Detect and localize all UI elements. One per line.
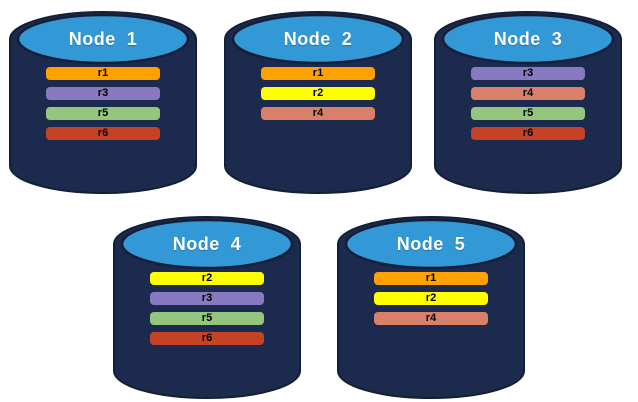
replica-bar: r1 bbox=[374, 272, 488, 285]
replica-bar: r6 bbox=[150, 332, 264, 345]
replica-bar: r4 bbox=[374, 312, 488, 325]
replica-label: r1 bbox=[425, 272, 437, 284]
replica-label: r4 bbox=[425, 312, 437, 324]
node-rows: r1 r3 r5 r6 bbox=[46, 67, 160, 140]
node-rows: r1 r2 r4 bbox=[374, 272, 488, 325]
replica-label: r6 bbox=[522, 127, 534, 139]
database-node: Node 2 r1 r2 r4 bbox=[223, 6, 413, 196]
database-cylinder-icon bbox=[9, 11, 197, 194]
replica-bar: r3 bbox=[46, 87, 160, 100]
database-cylinder-icon bbox=[337, 216, 525, 399]
replica-label: r4 bbox=[522, 87, 534, 99]
node-title: Node 1 bbox=[68, 28, 138, 49]
node-title: Node 4 bbox=[172, 233, 242, 254]
replica-bar: r5 bbox=[46, 107, 160, 120]
replica-label: r5 bbox=[522, 107, 534, 119]
replica-bar: r1 bbox=[261, 67, 375, 80]
cylinder-top bbox=[120, 218, 294, 270]
replica-bar: r5 bbox=[150, 312, 264, 325]
database-node: Node 1 r1 r3 r5 r6 bbox=[8, 6, 198, 196]
replica-label: r5 bbox=[201, 312, 213, 324]
replica-bar: r4 bbox=[471, 87, 585, 100]
node-rows: r2 r3 r5 r6 bbox=[150, 272, 264, 345]
database-cylinder-icon bbox=[434, 11, 622, 194]
node-title: Node 2 bbox=[283, 28, 353, 49]
replica-bar: r3 bbox=[471, 67, 585, 80]
database-cylinder-icon bbox=[224, 11, 412, 194]
database-node: Node 3 r3 r4 r5 r6 bbox=[433, 6, 623, 196]
replica-label: r2 bbox=[201, 272, 213, 284]
replica-label: r3 bbox=[522, 67, 534, 79]
replica-bar: r6 bbox=[46, 127, 160, 140]
database-node: Node 5 r1 r2 r4 bbox=[336, 211, 526, 401]
replica-bar: r5 bbox=[471, 107, 585, 120]
node-rows: r1 r2 r4 bbox=[261, 67, 375, 120]
database-cylinder-icon bbox=[113, 216, 301, 399]
replica-bar: r2 bbox=[374, 292, 488, 305]
replica-bar: r3 bbox=[150, 292, 264, 305]
replica-label: r1 bbox=[97, 67, 109, 79]
cylinder-top bbox=[16, 13, 190, 65]
replica-label: r3 bbox=[201, 292, 213, 304]
replica-label: r2 bbox=[425, 292, 437, 304]
replica-bar: r4 bbox=[261, 107, 375, 120]
cylinder-top bbox=[441, 13, 615, 65]
cylinder-top bbox=[231, 13, 405, 65]
node-title: Node 5 bbox=[396, 233, 466, 254]
replica-bar: r6 bbox=[471, 127, 585, 140]
replica-bar: r2 bbox=[150, 272, 264, 285]
replica-label: r5 bbox=[97, 107, 109, 119]
replica-label: r6 bbox=[201, 332, 213, 344]
node-title: Node 3 bbox=[493, 28, 563, 49]
replica-label: r2 bbox=[312, 87, 324, 99]
replica-bar: r2 bbox=[261, 87, 375, 100]
database-node: Node 4 r2 r3 r5 r6 bbox=[112, 211, 302, 401]
node-rows: r3 r4 r5 r6 bbox=[471, 67, 585, 140]
replica-label: r4 bbox=[312, 107, 324, 119]
cylinder-top bbox=[344, 218, 518, 270]
replica-label: r3 bbox=[97, 87, 109, 99]
replica-label: r6 bbox=[97, 127, 109, 139]
replica-bar: r1 bbox=[46, 67, 160, 80]
replica-label: r1 bbox=[312, 67, 324, 79]
